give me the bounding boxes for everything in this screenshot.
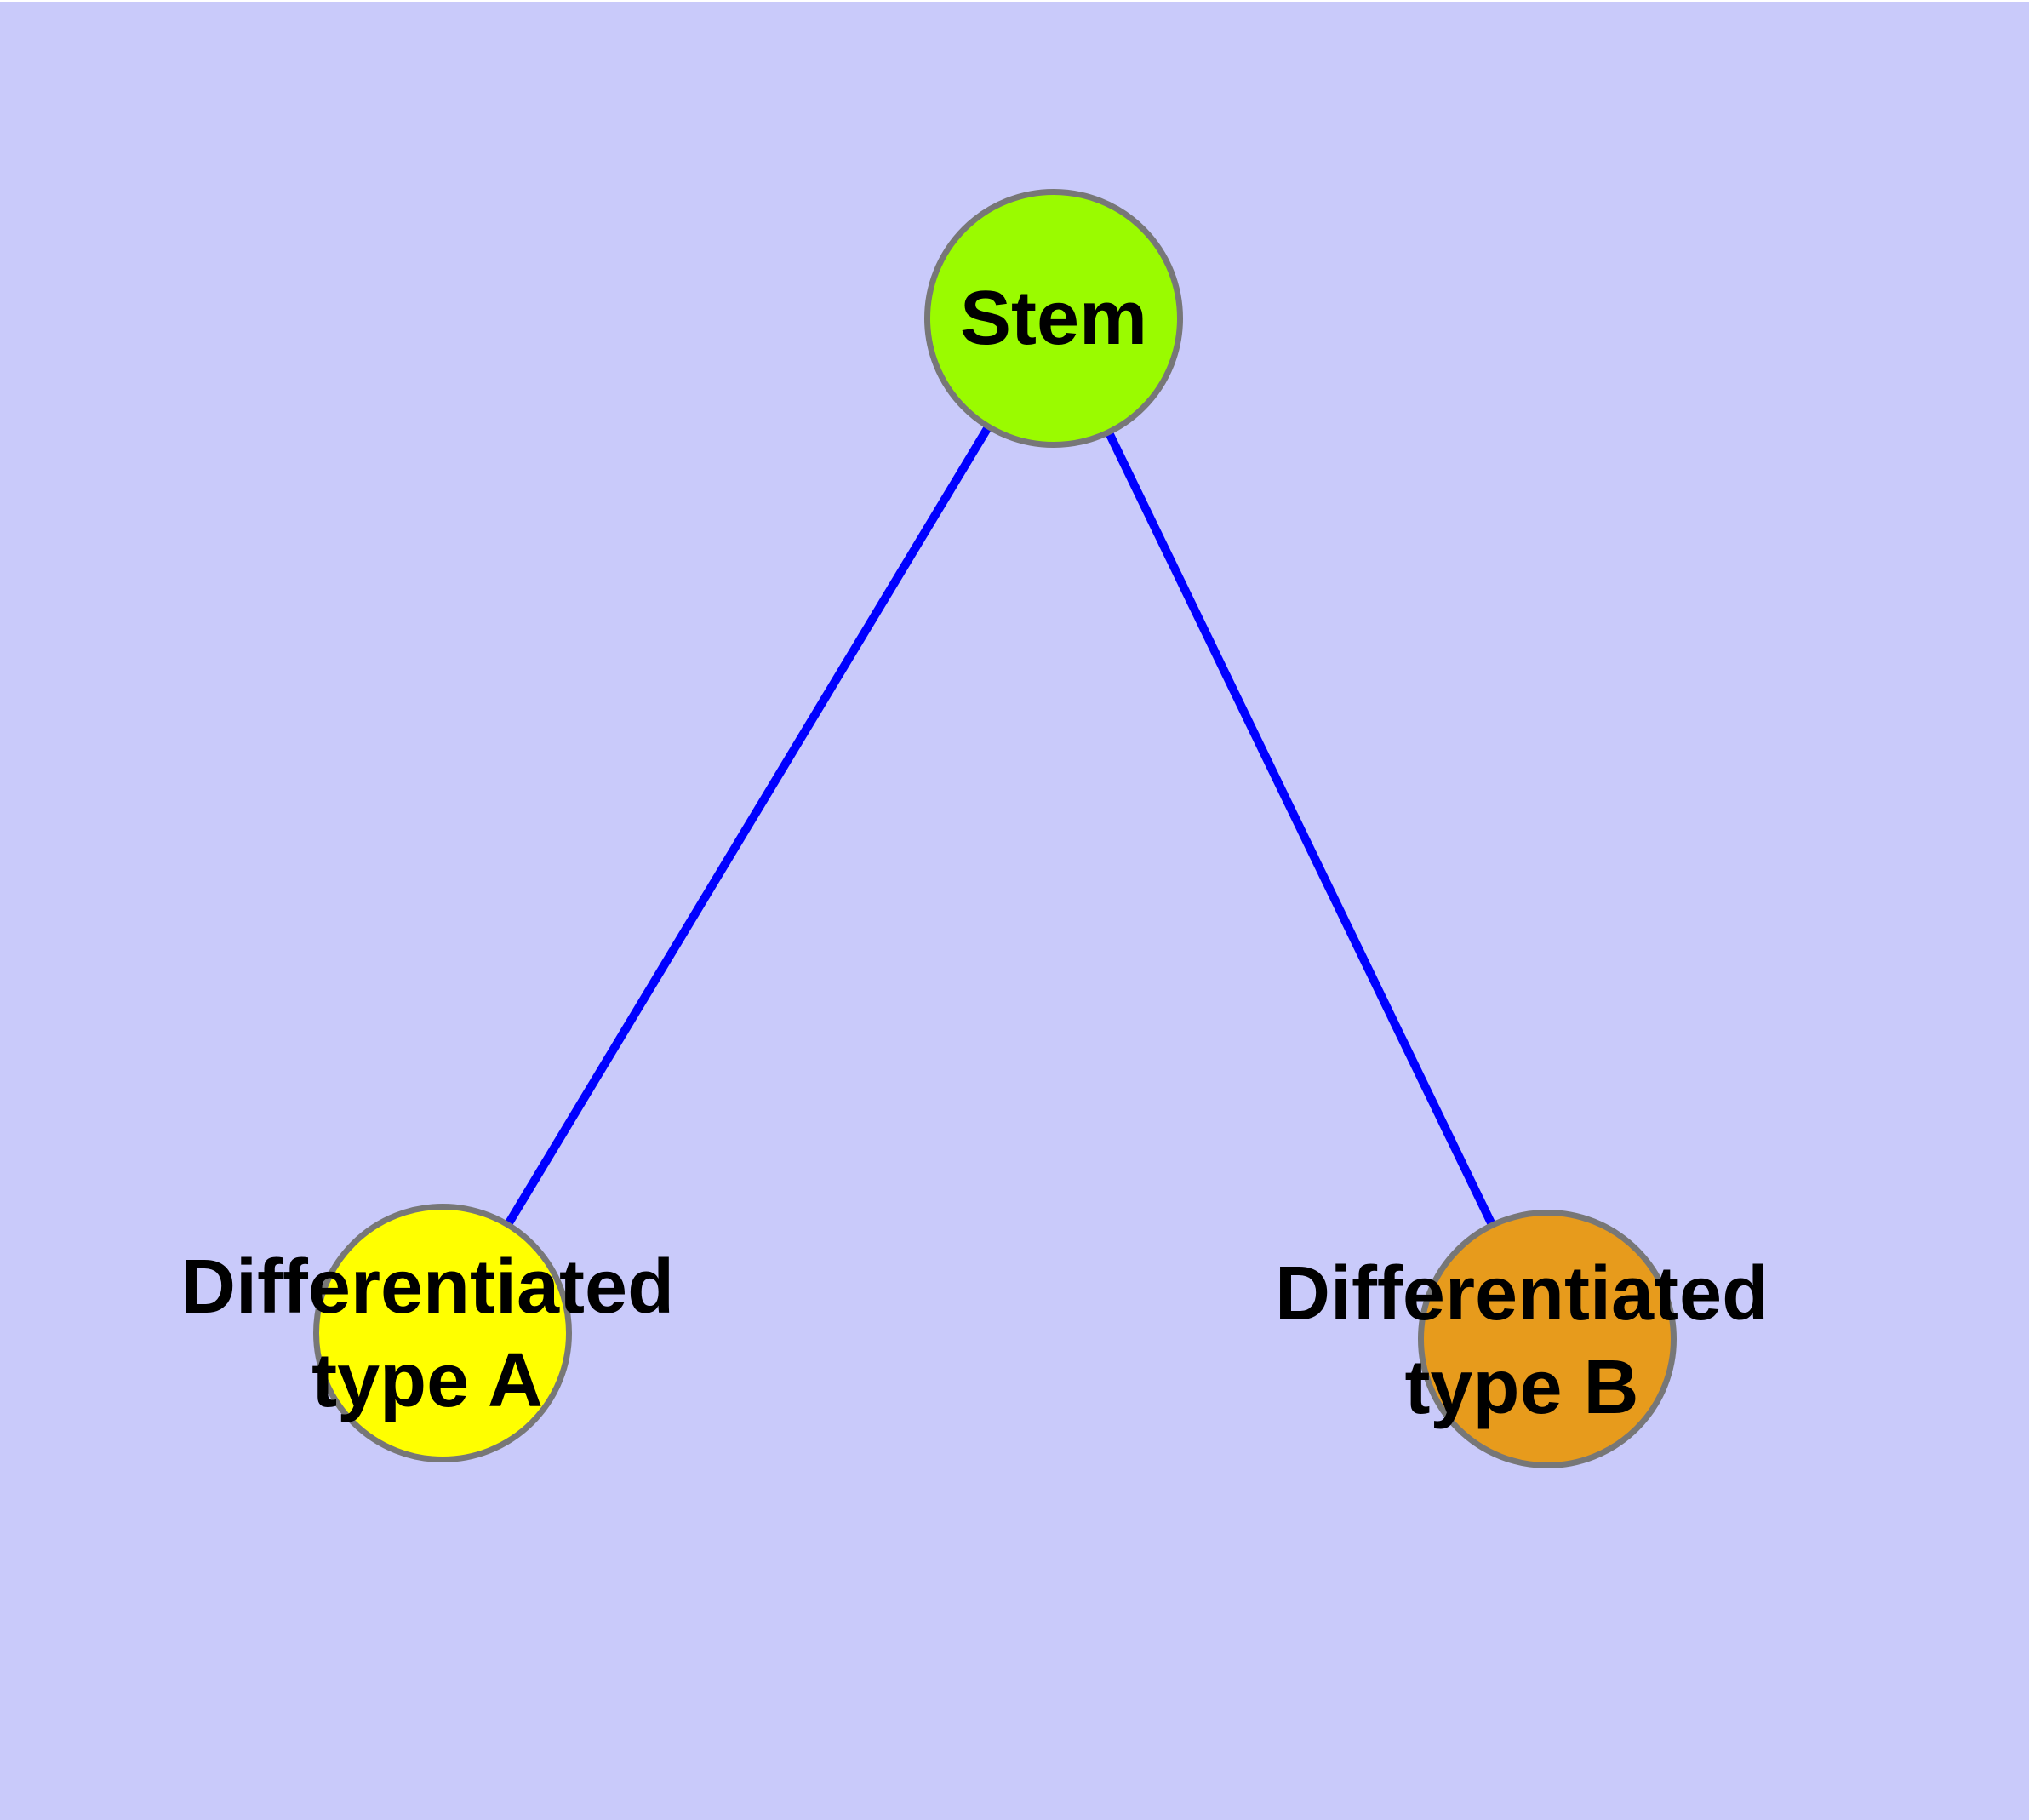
top-edge-highlight <box>0 0 2029 2</box>
edge-stem-to-type-a[interactable] <box>438 316 1058 1336</box>
edge-stem-to-type-b[interactable] <box>1049 316 1552 1342</box>
node-differentiated-type-b[interactable] <box>1418 1210 1677 1468</box>
node-stem[interactable] <box>924 189 1183 448</box>
node-differentiated-type-a[interactable] <box>313 1204 572 1462</box>
